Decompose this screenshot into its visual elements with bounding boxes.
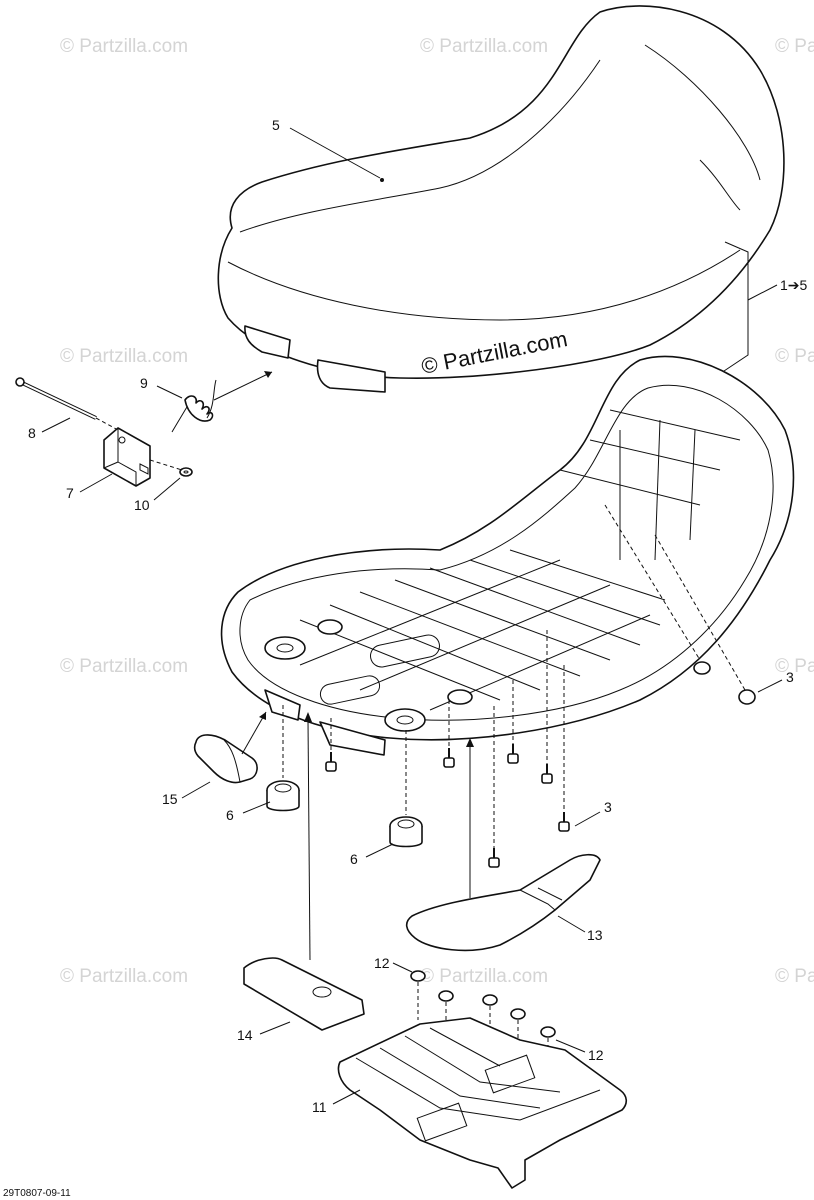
latch-cover-part-15[interactable] xyxy=(181,711,267,799)
watermark: © Partzilla.com xyxy=(60,346,188,367)
watermark: © Partzilla.com xyxy=(60,966,188,987)
callout-3: 3 xyxy=(786,669,794,685)
screw-part-3[interactable] xyxy=(325,630,601,868)
callout-15: 15 xyxy=(162,791,178,807)
callout-1-5: 1➔5 xyxy=(780,277,808,293)
watermark: © Partzilla.com xyxy=(775,966,814,987)
seat-cover-part-5[interactable] xyxy=(217,5,785,393)
callout-9: 9 xyxy=(140,375,148,391)
callout-12: 12 xyxy=(374,955,390,971)
drawing-code: 29T0807-09-11 xyxy=(3,1188,71,1199)
callout-5: 5 xyxy=(272,117,280,133)
callout-3: 3 xyxy=(604,799,612,815)
watermark: © Partzilla.com xyxy=(60,36,188,57)
latch-bracket-part-7[interactable] xyxy=(79,427,183,493)
watermark: © Partzilla.com xyxy=(420,966,548,987)
screw-part-12[interactable] xyxy=(392,962,586,1078)
watermark: © Partzilla.com xyxy=(775,656,814,677)
seat-base[interactable] xyxy=(220,355,795,756)
pin-part-8[interactable] xyxy=(15,377,119,433)
callout-10: 10 xyxy=(134,497,150,513)
watermark: © Partzilla.com xyxy=(60,656,188,677)
spring-part-9[interactable] xyxy=(156,371,273,433)
callout-13: 13 xyxy=(587,927,603,943)
callout-8: 8 xyxy=(28,425,36,441)
nut-insert-part-6[interactable] xyxy=(242,705,300,814)
skid-plate-part-11[interactable] xyxy=(332,1017,628,1189)
callout-6: 6 xyxy=(226,807,234,823)
watermark: © Partzilla.com xyxy=(775,36,814,57)
callout-6: 6 xyxy=(350,851,358,867)
heat-shield-part-13[interactable] xyxy=(405,738,601,952)
assembly-bracket xyxy=(717,241,778,376)
callout-11: 11 xyxy=(312,1099,327,1115)
watermark: © Partzilla.com xyxy=(775,346,814,367)
nut-insert-part-6[interactable] xyxy=(365,730,423,858)
watermark: © Partzilla.com xyxy=(420,36,548,57)
protector-plate-part-14[interactable] xyxy=(243,712,365,1035)
washer-part-10[interactable] xyxy=(153,467,193,501)
callout-labels: 5 1➔5 9 8 7 10 3 3 15 6 6 13 12 12 14 11 xyxy=(28,117,808,1115)
callout-12: 12 xyxy=(588,1047,604,1063)
callout-7: 7 xyxy=(66,485,74,501)
rubber-bumper-part-3[interactable] xyxy=(604,504,783,705)
callout-14: 14 xyxy=(237,1027,253,1043)
